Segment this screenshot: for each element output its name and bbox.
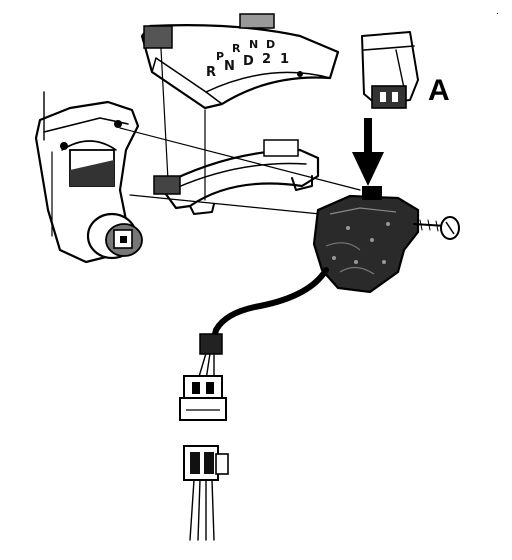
gear-letter-lower-3: 2	[262, 52, 271, 67]
gear-letter-lower-2: D	[243, 54, 254, 69]
gear-letter-upper-3: D	[266, 38, 275, 51]
gear-letter-lower-0: R	[206, 65, 216, 80]
lamp-socket	[361, 31, 419, 109]
gear-letter-lower-1: N	[224, 59, 235, 74]
connector-plug-upper	[179, 375, 227, 421]
callout-label-a: A	[428, 74, 450, 107]
connector-socket-lower	[183, 445, 229, 541]
switch-module	[312, 186, 420, 294]
indicator-lamp-housing	[143, 25, 173, 49]
gear-letter-lower-4: 1	[280, 52, 289, 67]
mounting-screw	[413, 216, 460, 240]
gear-letter-upper-1: R	[232, 42, 241, 55]
corner-mark: .	[496, 6, 499, 17]
rotary-socket	[86, 212, 143, 260]
gear-letter-upper-0: P	[216, 50, 224, 63]
shift-lever-housing	[34, 91, 143, 264]
guide-rail	[153, 139, 320, 215]
insertion-arrow	[352, 118, 384, 186]
gear-letter-upper-2: N	[249, 38, 258, 51]
wiring-harness	[197, 267, 329, 381]
gear-indicator-plate: P R N D R N D 2 1	[140, 13, 340, 110]
